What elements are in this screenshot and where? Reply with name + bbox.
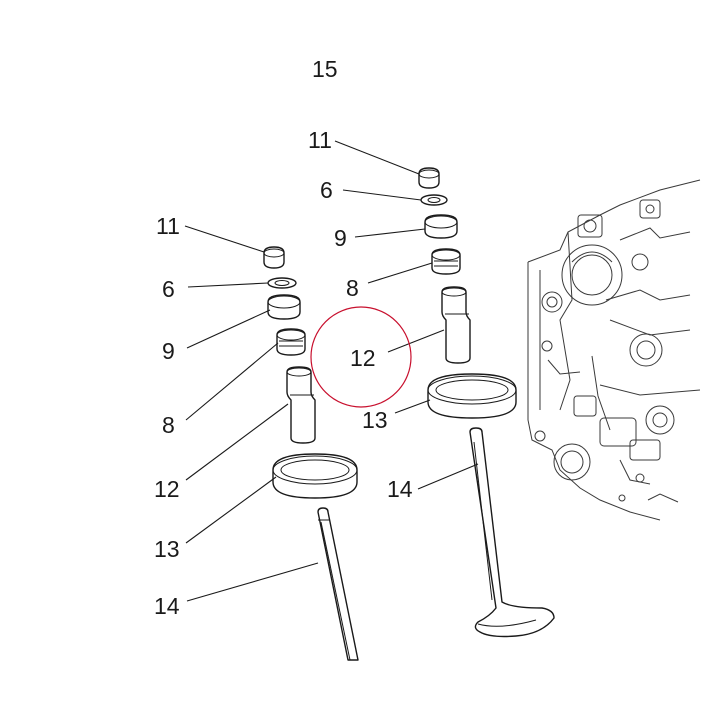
right-stem-seal-8 [431, 248, 461, 275]
right-valve-14 [469, 427, 555, 638]
right-label-6: 6 [320, 177, 333, 203]
left-collet-6 [267, 277, 297, 289]
left-valve-cap-11 [263, 246, 285, 269]
cylinder-head-drawing [527, 179, 701, 521]
highlight-circle [310, 306, 412, 408]
left-valve-14 [317, 507, 359, 661]
right-valve-guide-12 [441, 286, 471, 364]
right-valve-seat-13 [427, 373, 517, 419]
left-label-11: 11 [156, 213, 180, 239]
left-label-14: 14 [154, 593, 180, 619]
left-stem-seal-8 [276, 328, 306, 356]
right-label-13: 13 [362, 407, 388, 433]
left-label-8: 8 [162, 412, 175, 438]
right-label-12: 12 [350, 345, 376, 371]
figure-number: 15 [312, 56, 338, 82]
leader-lines [184, 140, 479, 602]
left-spring-seat-9 [267, 294, 301, 320]
left-label-13: 13 [154, 536, 180, 562]
right-valve-cap-11 [418, 167, 440, 189]
right-label-14: 14 [387, 476, 413, 502]
left-label-12: 12 [154, 476, 180, 502]
left-valve-seat-13 [272, 453, 358, 499]
right-spring-seat-9 [424, 214, 458, 239]
left-valve-guide-12 [286, 366, 316, 444]
left-label-9: 9 [162, 338, 175, 364]
right-label-9: 9 [334, 225, 347, 251]
right-label-11: 11 [308, 127, 332, 153]
right-collet-6 [420, 194, 448, 206]
left-label-6: 6 [162, 276, 175, 302]
right-label-8: 8 [346, 275, 359, 301]
